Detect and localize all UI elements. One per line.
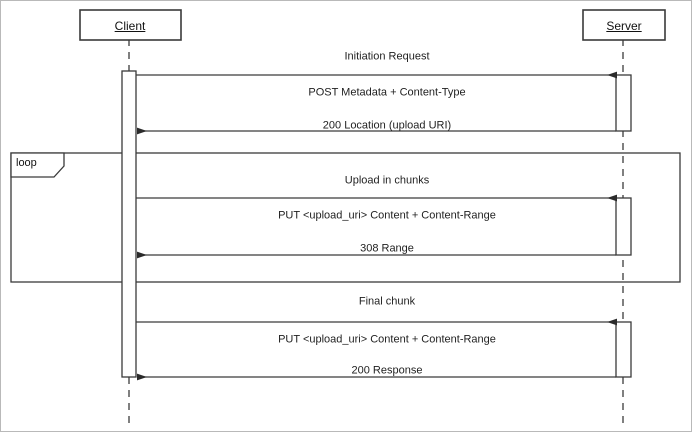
- group-label-upload-in-chunks: Upload in chunks: [344, 174, 430, 187]
- loop-fragment-tag: loop: [16, 157, 37, 169]
- message-label-200-location: 200 Location (upload URI): [322, 119, 452, 132]
- group-label-initiation: Initiation Request: [344, 50, 430, 63]
- loop-fragment-frame: [10, 152, 681, 283]
- actor-box-server: [582, 9, 666, 41]
- activation-bar-server-1: [615, 74, 632, 132]
- group-label-final-chunk: Final chunk: [358, 295, 416, 308]
- activation-bar-server-2: [615, 197, 632, 256]
- message-label-put-chunk: PUT <upload_uri> Content + Content-Range: [278, 209, 496, 222]
- actor-box-client: [79, 9, 182, 41]
- message-label-put-final: PUT <upload_uri> Content + Content-Range: [278, 333, 496, 346]
- activation-bar-client: [121, 70, 137, 378]
- message-label-200-response: 200 Response: [351, 364, 423, 377]
- activation-bar-server-3: [615, 321, 632, 378]
- actor-label-server: Server: [606, 19, 642, 33]
- message-label-post-metadata: POST Metadata + Content-Type: [308, 86, 466, 99]
- message-label-308-range: 308 Range: [360, 242, 414, 255]
- actor-label-client: Client: [114, 19, 146, 33]
